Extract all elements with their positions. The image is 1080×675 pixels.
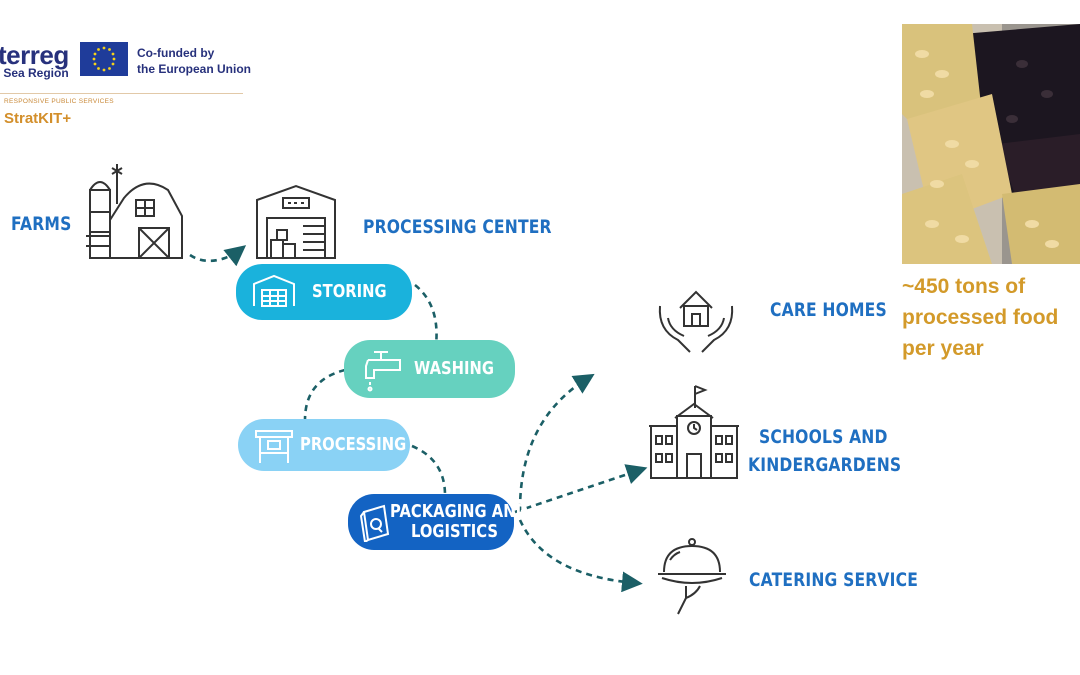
catering-cloche-icon (656, 536, 728, 621)
faucet-icon (360, 348, 404, 397)
arrow-to-care-homes (518, 373, 595, 511)
connector-storing-washing (414, 283, 438, 346)
step-storing-label: STORING (312, 281, 387, 302)
connector-washing-processing (303, 368, 346, 421)
cofunded-line1: Co-funded by (137, 46, 215, 60)
step-washing-label: WASHING (414, 358, 494, 379)
note-line2: processed food (902, 306, 1059, 329)
arrow-farms-to-center (189, 245, 247, 267)
workbench-icon (254, 425, 294, 470)
header-divider (0, 93, 243, 94)
step-storing: STORING (236, 264, 412, 320)
package-icon (358, 504, 392, 547)
warehouse-icon (253, 182, 339, 265)
step-packaging-label-2: LOGISTICS (411, 521, 498, 542)
step-processing-label: PROCESSING (300, 434, 407, 455)
catering-label: CATERING SERVICE (749, 569, 919, 591)
interreg-region: : Sea Region (0, 66, 69, 80)
program-small-label: RESPONSIVE PUBLIC SERVICES (4, 98, 114, 105)
processed-food-photo (902, 24, 1080, 264)
cofunded-line2: the European Union (137, 62, 251, 76)
step-packaging: PACKAGING AND LOGISTICS (348, 494, 528, 550)
connector-processing-packaging (411, 444, 447, 496)
schools-label-2: KINDERGARDENS (748, 454, 902, 476)
program-name: StratKIT+ (4, 110, 72, 127)
farm-barn-icon (84, 160, 186, 265)
eu-flag-icon (80, 42, 128, 76)
interreg-wordmark: terreg (0, 40, 69, 70)
step-packaging-label-1: PACKAGING AND (390, 501, 528, 522)
note-line3: per year (902, 337, 984, 360)
farms-label: FARMS (11, 213, 72, 235)
step-washing: WASHING (344, 340, 515, 398)
schools-label-1: SCHOOLS AND (759, 426, 888, 448)
processing-center-label: PROCESSING CENTER (363, 216, 552, 238)
care-homes-label: CARE HOMES (770, 299, 887, 321)
shelving-icon (252, 274, 296, 313)
arrow-to-catering (518, 519, 643, 593)
arrow-to-schools (514, 464, 648, 514)
care-home-hands-icon (656, 278, 736, 361)
school-icon (645, 384, 743, 485)
step-processing: PROCESSING (238, 419, 410, 471)
note-line1: ~450 tons of (902, 275, 1026, 298)
